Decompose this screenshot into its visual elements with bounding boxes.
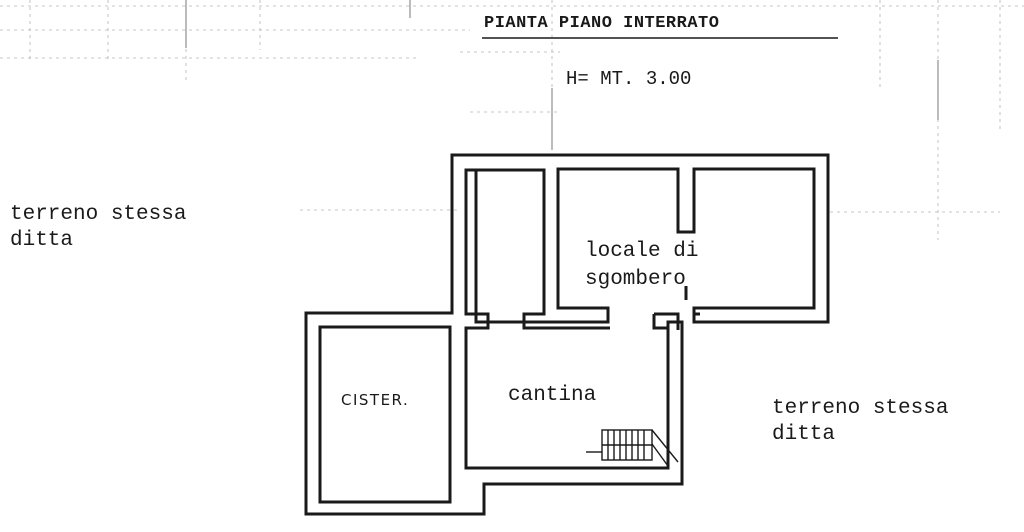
background-scan-marks [185, 0, 939, 150]
outer-wall [304, 153, 830, 516]
inner-walls [318, 168, 700, 504]
room-label-locale-sgombero: locale di sgombero [585, 238, 698, 294]
plan-title: PIANTA PIANO INTERRATO [484, 14, 720, 33]
surrounding-land-left-line1: terreno stessa [10, 203, 187, 226]
surrounding-land-right-line1: terreno stessa [772, 397, 949, 420]
room-label-cantina: cantina [508, 384, 597, 407]
ceiling-height-label: H= MT. 3.00 [566, 68, 692, 90]
locale-right-door-jamb [652, 312, 700, 330]
cister-room-outline [318, 325, 452, 504]
room-label-locale-line2: sgombero [585, 268, 686, 291]
surrounding-land-right-label: terreno stessa ditta [772, 396, 948, 448]
surrounding-land-left-label: terreno stessa ditta [10, 202, 186, 254]
corridor-wall [466, 168, 610, 330]
surrounding-land-left-line2: ditta [10, 229, 74, 252]
surrounding-land-right-line2: ditta [772, 423, 836, 446]
room-label-cister: CISTER. [341, 391, 410, 409]
room-label-locale-line1: locale di [585, 240, 699, 263]
staircase [586, 429, 679, 467]
